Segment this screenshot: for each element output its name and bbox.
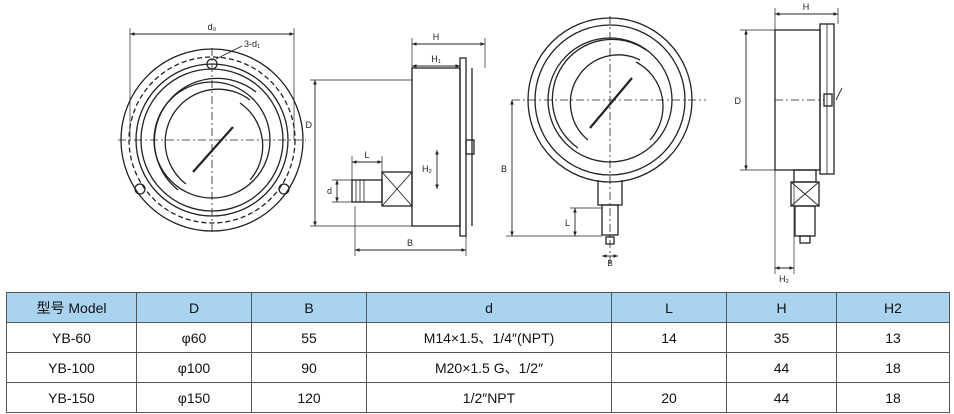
cell-L: 20 <box>611 382 727 413</box>
hex-cross-b <box>381 171 413 207</box>
cell-B: 90 <box>251 352 367 383</box>
label-B-stem: B <box>607 259 612 268</box>
label-B-side: B <box>407 238 413 248</box>
header-L: L <box>611 292 727 323</box>
cell-d: M20×1.5 G、1/2″ <box>366 352 612 383</box>
cell-d: M14×1.5、1/4″(NPT) <box>366 322 612 353</box>
thread-connector <box>794 205 816 237</box>
label-H-side: H <box>433 32 440 42</box>
header-D: D <box>136 292 252 323</box>
cell-D: φ100 <box>136 352 252 383</box>
cell-d: 1/2″NPT <box>366 382 612 413</box>
side-view-radial-gauge <box>740 8 843 274</box>
header-H: H <box>726 292 837 323</box>
mount-hole-right <box>278 183 290 195</box>
hex-cross-b <box>790 181 820 207</box>
front-view-flange-gauge <box>118 28 306 232</box>
cell-B: 55 <box>251 322 367 353</box>
scale-arc-right <box>635 61 664 141</box>
cell-H: 44 <box>726 352 837 383</box>
label-3-d1: 3-d₁ <box>244 39 260 49</box>
label-H1: H₁ <box>431 54 441 64</box>
label-d: d <box>327 186 332 196</box>
scale-arc-inner <box>164 88 251 185</box>
table-row: YB-150 φ150 120 1/2″NPT 20 44 18 <box>6 382 950 413</box>
label-B-front: B <box>501 164 507 174</box>
cell-L <box>611 352 727 383</box>
table-row: YB-100 φ100 90 M20×1.5 G、1/2″ 44 18 <box>6 352 950 383</box>
cell-D: φ150 <box>136 382 252 413</box>
cell-L: 14 <box>611 322 727 353</box>
pointer-needle <box>589 77 633 129</box>
label-H2-radial: H₂ <box>779 274 789 284</box>
case-body <box>411 67 461 227</box>
label-H-radial: H <box>803 2 810 12</box>
table-row: YB-60 φ60 55 M14×1.5、1/4″(NPT) 14 35 13 <box>6 322 950 353</box>
header-H2: H2 <box>836 292 950 323</box>
side-knob <box>465 139 475 155</box>
cell-H: 35 <box>726 322 837 353</box>
header-model: 型号 Model <box>6 292 137 323</box>
cell-H2: 18 <box>836 382 950 413</box>
cell-H2: 13 <box>836 322 950 353</box>
flange-plate <box>459 57 467 237</box>
scale-arc-right <box>239 102 264 181</box>
cell-B: 120 <box>251 382 367 413</box>
cell-H: 44 <box>726 382 837 413</box>
cell-H2: 18 <box>836 352 950 383</box>
cell-model: YB-60 <box>6 322 137 353</box>
scale-arc-outer <box>551 38 647 149</box>
label-L-side: L <box>364 150 369 160</box>
side-knob <box>823 93 833 107</box>
front-view-radial-gauge <box>506 16 706 264</box>
label-D-radial: D <box>735 96 742 106</box>
vent-mark <box>835 87 843 101</box>
cell-model: YB-100 <box>6 352 137 383</box>
header-B: B <box>251 292 367 323</box>
stem <box>793 169 817 183</box>
label-H2-side: H₂ <box>422 164 432 174</box>
table-header-row: 型号 Model D B d L H H2 <box>6 292 950 323</box>
label-D-side: D <box>306 120 313 130</box>
cell-D: φ60 <box>136 322 252 353</box>
connector-tip <box>799 235 811 244</box>
spec-table: 型号 Model D B d L H H2 YB-60 φ60 55 M14×1… <box>6 292 950 413</box>
scale-arc-outer <box>153 77 257 191</box>
pointer-needle <box>192 126 234 173</box>
thread-connector <box>351 179 383 203</box>
hole-leader-line <box>215 45 243 60</box>
mount-hole-left <box>134 183 146 195</box>
header-d: d <box>366 292 612 323</box>
technical-drawing: d₀ 3-d₁ H H₁ D L H₂ d B <box>118 2 843 284</box>
cell-model: YB-150 <box>6 382 137 413</box>
label-L-front: L <box>565 218 570 228</box>
scale-arc-inner <box>569 54 641 141</box>
label-d0: d₀ <box>208 22 217 32</box>
side-view-flange-gauge <box>310 38 486 256</box>
